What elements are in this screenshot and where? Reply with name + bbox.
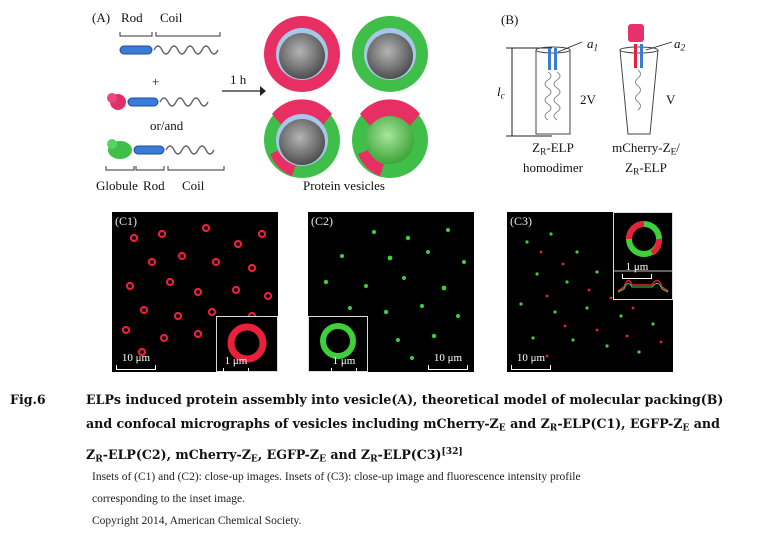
c3-tag: (C3) — [510, 214, 532, 228]
heterodimer-caption: mCherry-ZE/ ZR-ELP — [612, 140, 680, 178]
c2-tag: (C2) — [311, 214, 333, 228]
coil-label: Coil — [160, 10, 183, 25]
c2-scale-bar: 10 μm — [428, 352, 468, 370]
lc-label: lc — [497, 84, 505, 102]
caption-line-2: and confocal micrographs of vesicles inc… — [86, 416, 720, 434]
a2-label: a2 — [674, 36, 686, 54]
c2-green-vesicles — [323, 228, 466, 360]
caption-note-line-1: Insets of (C1) and (C2): close-up images… — [92, 471, 581, 483]
caption-notes: Insets of (C1) and (C2): close-up images… — [92, 466, 752, 532]
time-label: 1 h — [230, 72, 247, 87]
c3-inset: 1 μm — [613, 212, 673, 300]
figure-label: Fig.6 — [10, 392, 46, 407]
vesicle-mixed-grey — [264, 99, 340, 178]
caption-note-line-2: corresponding to the inset image. — [92, 493, 245, 505]
c1-inset-scale: 1 μm — [223, 355, 249, 372]
egfp-molecule — [105, 139, 225, 171]
c1-inset: 1 μm — [216, 316, 278, 372]
heterodimer-cone — [619, 24, 673, 135]
volume-2v-label: 2V — [580, 92, 596, 107]
c3-scale-bar: 10 μm — [511, 352, 551, 370]
vesicle-red — [264, 16, 340, 92]
coil-label-2: Coil — [182, 178, 205, 193]
c3-inset-scale: 1 μm — [622, 261, 652, 279]
mcherry-molecule — [107, 93, 209, 110]
molecule-schematic — [105, 32, 225, 171]
rod-coil-molecule — [119, 45, 219, 55]
homodimer-cylinder — [535, 41, 583, 135]
c2-inset: 1 μm — [308, 316, 368, 372]
panel-b-tag: (B) — [501, 12, 519, 27]
c3-mixed-vesicles — [519, 232, 663, 358]
globule-label: Globule — [96, 178, 138, 193]
caption-line-3: ZR-ELP(C2), mCherry-ZE, EGFP-ZE and ZR-E… — [86, 446, 463, 465]
micrograph-c3: (C3) 1 μm 10 μm — [507, 212, 673, 372]
packing-model — [506, 24, 673, 137]
rod-label: Rod — [121, 10, 143, 25]
plus-label: + — [152, 74, 160, 89]
micrograph-c1: (C1) 1 μm 10 μm — [112, 212, 278, 372]
c3-inset-ring-and-profile — [614, 221, 672, 293]
rod-label-2: Rod — [143, 178, 165, 193]
a1-label: a1 — [587, 36, 599, 54]
panel-a-tag: (A) — [92, 10, 111, 25]
copyright-line: Copyright 2014, American Chemical Societ… — [92, 515, 302, 527]
or-and-label: or/and — [150, 118, 184, 133]
c1-tag: (C1) — [115, 214, 137, 228]
vesicle-mixed-green — [352, 99, 428, 178]
vesicle-illustrations — [264, 16, 428, 178]
c1-inset-ring — [227, 323, 267, 363]
homodimer-caption: ZR-ELP homodimer — [523, 140, 583, 176]
vesicles-label: Protein vesicles — [303, 178, 385, 193]
volume-v-label: V — [666, 92, 676, 107]
vesicle-green — [352, 16, 428, 92]
c1-scale-bar: 10 μm — [116, 352, 156, 370]
c2-inset-ring — [320, 323, 356, 359]
reaction-arrow — [222, 86, 266, 96]
micrograph-c2: (C2) 1 μm 10 μm — [308, 212, 474, 372]
c2-inset-scale: 1 μm — [331, 355, 357, 372]
c1-red-vesicles — [121, 223, 273, 357]
